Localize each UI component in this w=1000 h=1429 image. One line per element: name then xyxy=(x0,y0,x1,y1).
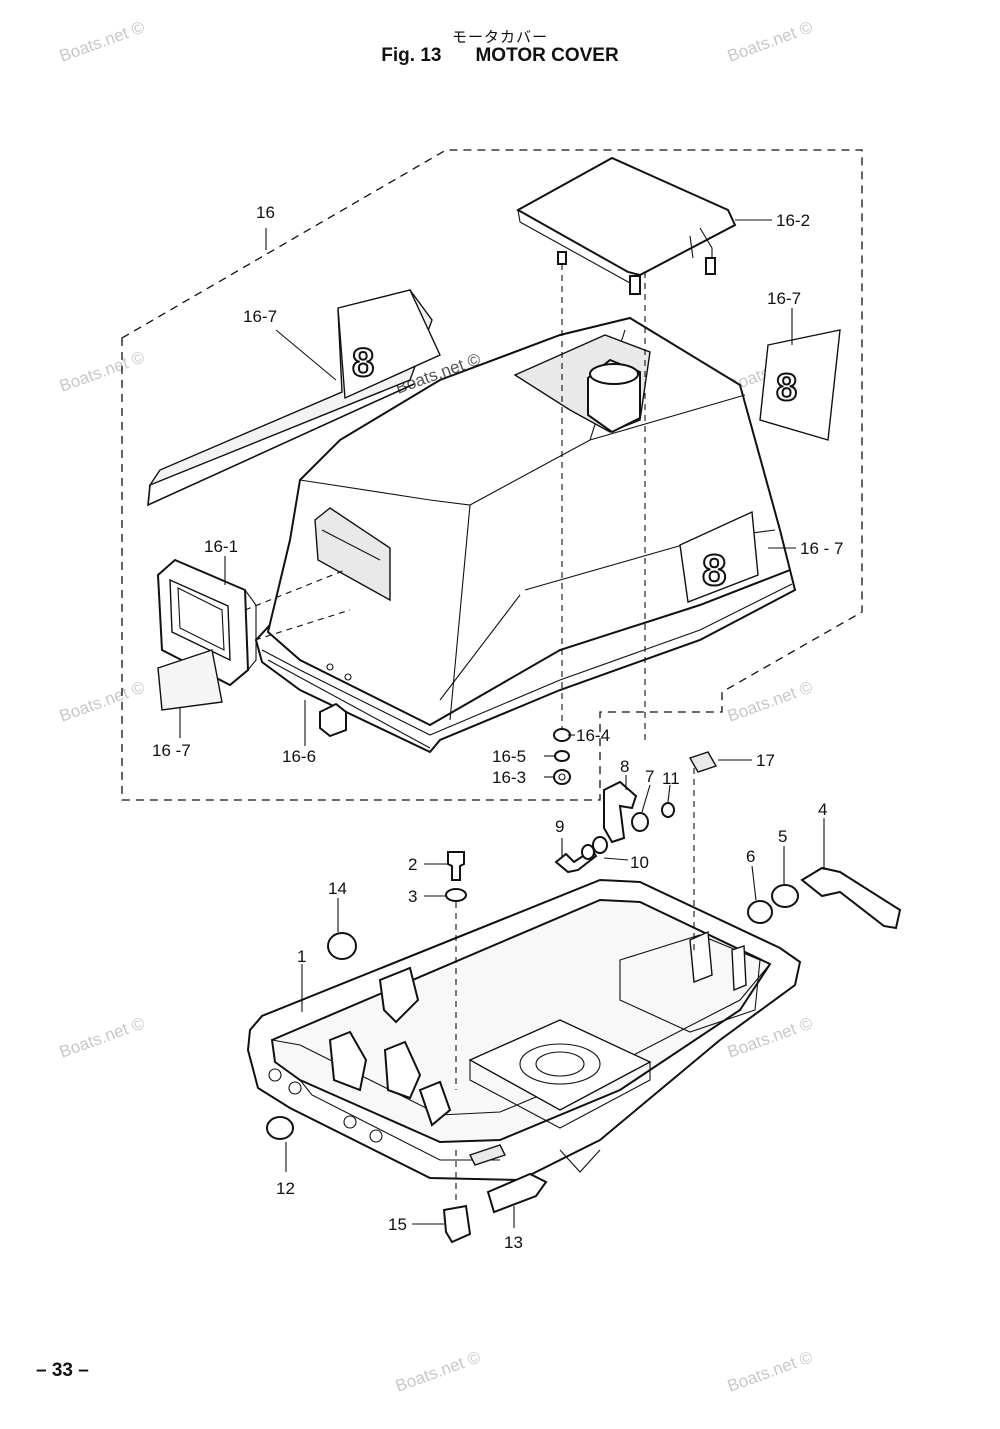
callout-label: 15 xyxy=(388,1215,407,1234)
figure-title-japanese: モータカバー xyxy=(451,28,548,46)
callout-label: 12 xyxy=(276,1179,295,1198)
watermark: Boats.net © xyxy=(57,1013,148,1061)
callout-label: 9 xyxy=(555,817,564,836)
decal-digit: 8 xyxy=(776,367,797,409)
cover-plate-part xyxy=(486,1172,548,1214)
pad-part xyxy=(688,751,718,773)
lever-part xyxy=(800,866,902,930)
callout-label: 7 xyxy=(645,767,654,786)
drain-grommet-part xyxy=(442,1204,472,1244)
callout-label: 16 -7 xyxy=(152,741,191,760)
callout-label: 13 xyxy=(504,1233,523,1252)
callout-label: 16-7 xyxy=(243,307,277,326)
callout-label: 14 xyxy=(328,879,347,898)
decal-small-left xyxy=(157,649,223,711)
leader-lines xyxy=(179,219,825,1228)
callout-label: 17 xyxy=(756,751,775,770)
callout-label: 16-1 xyxy=(204,537,238,556)
callout-label: 4 xyxy=(818,800,827,819)
figure-number: Fig. 13 xyxy=(381,45,442,66)
callout-label: 11 xyxy=(662,769,680,788)
decal-strip-left: 8 xyxy=(147,289,441,507)
decal-digit: 8 xyxy=(352,341,374,385)
callout-label: 6 xyxy=(746,847,755,866)
watermark: Boats.net © xyxy=(57,677,148,725)
figure-title-english: MOTOR COVER xyxy=(475,45,619,66)
callout-label: 2 xyxy=(408,855,417,874)
callout-labels: 16 16-2 16-7 16-7 16-1 16 - 7 16 -7 16-6… xyxy=(152,203,843,1252)
upper-motor-cover: 8 xyxy=(254,316,797,754)
lever-bracket-part xyxy=(603,780,638,844)
figure-title: Fig. 13 MOTOR COVER xyxy=(0,45,1000,67)
latch-part xyxy=(319,702,347,738)
callout-label: 16 xyxy=(256,203,275,222)
callout-label: 16 - 7 xyxy=(800,539,843,558)
watermark: Boats.net © xyxy=(725,677,816,725)
watermark: Boats.net © xyxy=(725,17,816,65)
grommet-part xyxy=(327,932,357,960)
callout-label: 16-5 xyxy=(492,747,526,766)
callout-label: 5 xyxy=(778,827,787,846)
washer-part xyxy=(445,888,467,902)
decal-right: 8 xyxy=(759,329,841,441)
watermark: Boats.net © xyxy=(57,347,148,395)
callout-label: 3 xyxy=(408,887,417,906)
washer-part xyxy=(631,812,649,832)
watermark: Boats.net © xyxy=(725,1347,816,1395)
callout-label: 16-3 xyxy=(492,768,526,787)
callout-label: 8 xyxy=(620,757,629,776)
watermark: Boats.net © xyxy=(393,1347,484,1395)
fastener-stack xyxy=(553,728,571,785)
callout-label: 10 xyxy=(630,853,649,872)
callout-label: 1 xyxy=(297,947,306,966)
vent-grille-part xyxy=(156,558,257,687)
watermark: Boats.net © xyxy=(57,17,148,65)
bolt-part xyxy=(447,851,465,881)
callout-label: 16-7 xyxy=(767,289,801,308)
callout-label: 16-2 xyxy=(776,211,810,230)
callout-label: 16-6 xyxy=(282,747,316,766)
top-lid-part xyxy=(515,156,737,295)
bushing-part xyxy=(747,900,773,924)
plug-part xyxy=(266,1116,294,1140)
washer-part xyxy=(661,802,675,818)
lower-motor-cover xyxy=(246,878,802,1182)
washer-part xyxy=(581,844,595,860)
bushing-part xyxy=(771,884,799,908)
page-number: – 33 – xyxy=(36,1360,89,1381)
decal-digit: 8 xyxy=(702,546,726,595)
assembly-16-boundary xyxy=(121,149,863,801)
callout-label: 16-4 xyxy=(576,726,610,745)
washer-part xyxy=(592,836,608,854)
